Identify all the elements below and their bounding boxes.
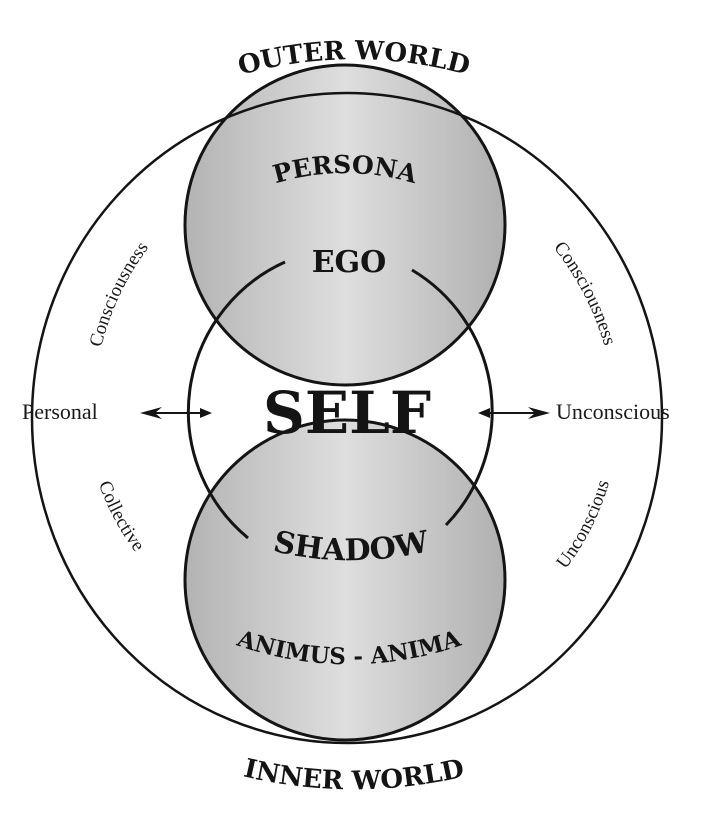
consciousness-right-label: Consciousness	[549, 238, 620, 348]
lower-lens-circle	[185, 420, 505, 740]
inner-world-label: INNER WORLD	[241, 754, 467, 797]
personal-label: Personal	[22, 399, 98, 424]
consciousness-left-label: Consciousness	[86, 238, 153, 349]
self-circle-left-arc	[186, 260, 286, 540]
outer-world-circle	[30, 91, 664, 745]
upper-circle-outline	[183, 63, 507, 387]
self-label: SELF	[263, 379, 431, 447]
unconscious-right-label: Unconscious	[556, 399, 670, 424]
self-circle-right-arc	[411, 268, 494, 527]
ego-label: EGO	[312, 245, 387, 280]
right-arrow-icon	[478, 407, 550, 419]
collective-label: Collective	[94, 478, 149, 555]
left-arrow-icon	[140, 407, 212, 419]
lower-circle-outline	[183, 418, 507, 742]
unconscious-lower-right-label: Unconscious	[552, 478, 613, 573]
upper-lens-circle	[185, 65, 505, 385]
